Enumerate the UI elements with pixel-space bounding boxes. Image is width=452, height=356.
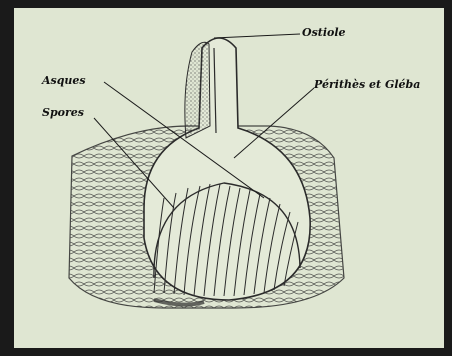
diagram-photo: Ostiole Asques Spores Périthès et Gléba (14, 8, 444, 348)
label-ostiole: Ostiole (302, 26, 346, 39)
label-asques: Asques (42, 74, 86, 87)
label-perithes: Périthès et Gléba (314, 78, 420, 91)
label-spores: Spores (42, 106, 84, 119)
perithecium-drawing (14, 8, 444, 348)
